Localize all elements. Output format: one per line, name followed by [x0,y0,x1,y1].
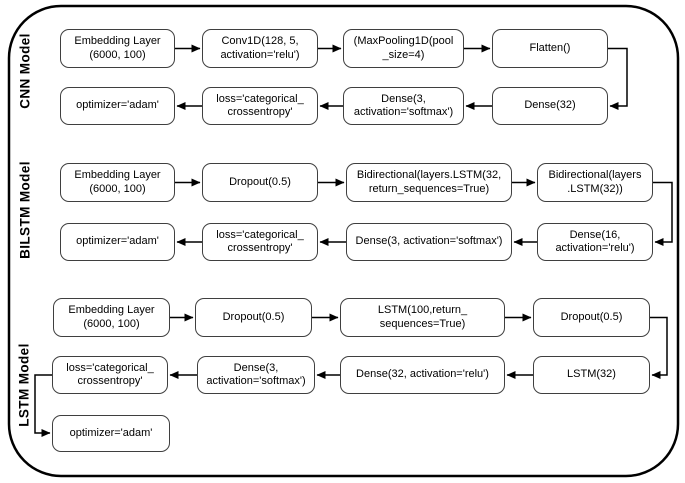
node-label: Dropout(0.5) [229,175,291,188]
node-label: Dropout(0.5) [560,310,623,323]
bilstm-node-bidirectional-seq: Bidirectional(layers.LSTM(32, return_seq… [346,163,512,202]
lstm-node-embedding-layer: Embedding Layer (6000, 100) [53,298,170,337]
arrow-bilstm-bilstm2-dense16 [653,181,673,246]
arrow-lstm-loss-optimizer [34,374,52,437]
node-label: optimizer='adam' [76,99,159,112]
section-label-cnn: CNN Model [17,33,33,109]
node-label: Dense(32, activation='relu') [356,368,489,381]
bilstm-node-loss: loss='categorical_ crossentropy' [202,223,318,261]
lstm-node-dense-3-softmax: Dense(3, activation='softmax') [197,356,315,394]
node-label: loss='categorical_ crossentropy' [216,228,304,255]
node-label: Dense(3, activation='softmax') [206,361,306,388]
node-label: optimizer='adam' [69,426,153,439]
node-label: Embedding Layer (6000, 100) [74,169,161,195]
arrow-lstm-dropout2-lstm32 [650,316,668,379]
cnn-node-flatten: Flatten() [492,29,608,68]
bilstm-node-dense-3-softmax: Dense(3, activation='softmax') [346,223,512,261]
lstm-node-dropout-2: Dropout(0.5) [533,298,650,337]
cnn-node-dense-3-softmax: Dense(3, activation='softmax') [343,87,464,125]
bilstm-node-bidirectional: Bidirectional(layers .LSTM(32)) [537,163,653,202]
node-label: Dense(3, activation='softmax') [355,235,503,248]
node-label: LSTM(32) [567,368,616,381]
bilstm-node-embedding-layer: Embedding Layer (6000, 100) [60,163,175,202]
node-label: loss='categorical_ crossentropy' [66,361,154,388]
cnn-node-dense-32: Dense(32) [492,87,608,125]
node-label: Embedding Layer (6000, 100) [68,304,155,330]
cnn-node-embedding-layer: Embedding Layer (6000, 100) [60,29,175,68]
bilstm-node-optimizer: optimizer='adam' [60,223,175,261]
section-label-lstm: LSTM Model [16,343,32,427]
node-label: Conv1D(128, 5, activation='relu') [220,35,300,61]
arrow-cnn-flatten-dense32 [608,47,628,110]
lstm-node-dense-32-relu: Dense(32, activation='relu') [340,356,505,394]
node-label: optimizer='adam' [76,235,159,248]
cnn-node-conv1d: Conv1D(128, 5, activation='relu') [202,29,318,68]
cnn-node-loss: loss='categorical_ crossentropy' [202,87,318,125]
node-label: loss='categorical_ crossentropy' [216,92,304,119]
cnn-node-optimizer: optimizer='adam' [60,87,175,125]
node-label: Embedding Layer (6000, 100) [74,35,161,61]
diagram-border [7,4,680,478]
node-label: (MaxPooling1D(pool _size=4) [353,35,454,61]
node-label: Flatten() [529,41,571,54]
bilstm-node-dense-16-relu: Dense(16, activation='relu') [537,223,653,261]
section-label-bilstm: BILSTM Model [17,161,33,259]
node-label: Bidirectional(layers.LSTM(32, return_seq… [356,169,502,195]
node-label: Dense(3, activation='softmax') [353,92,454,119]
lstm-node-lstm-100-seq: LSTM(100,return_ sequences=True) [340,298,505,337]
node-label: LSTM(100,return_ sequences=True) [377,304,468,330]
node-label: Dropout(0.5) [222,310,285,323]
lstm-node-loss: loss='categorical_ crossentropy' [52,356,168,394]
node-label: Dense(32) [524,99,576,112]
cnn-node-maxpooling1d: (MaxPooling1D(pool _size=4) [343,29,464,68]
bilstm-node-dropout: Dropout(0.5) [202,163,318,202]
lstm-node-lstm-32: LSTM(32) [533,356,650,394]
node-label: Dense(16, activation='relu') [555,228,635,255]
lstm-node-optimizer: optimizer='adam' [52,415,170,452]
lstm-node-dropout-1: Dropout(0.5) [195,298,312,337]
node-label: Bidirectional(layers .LSTM(32)) [548,169,642,195]
